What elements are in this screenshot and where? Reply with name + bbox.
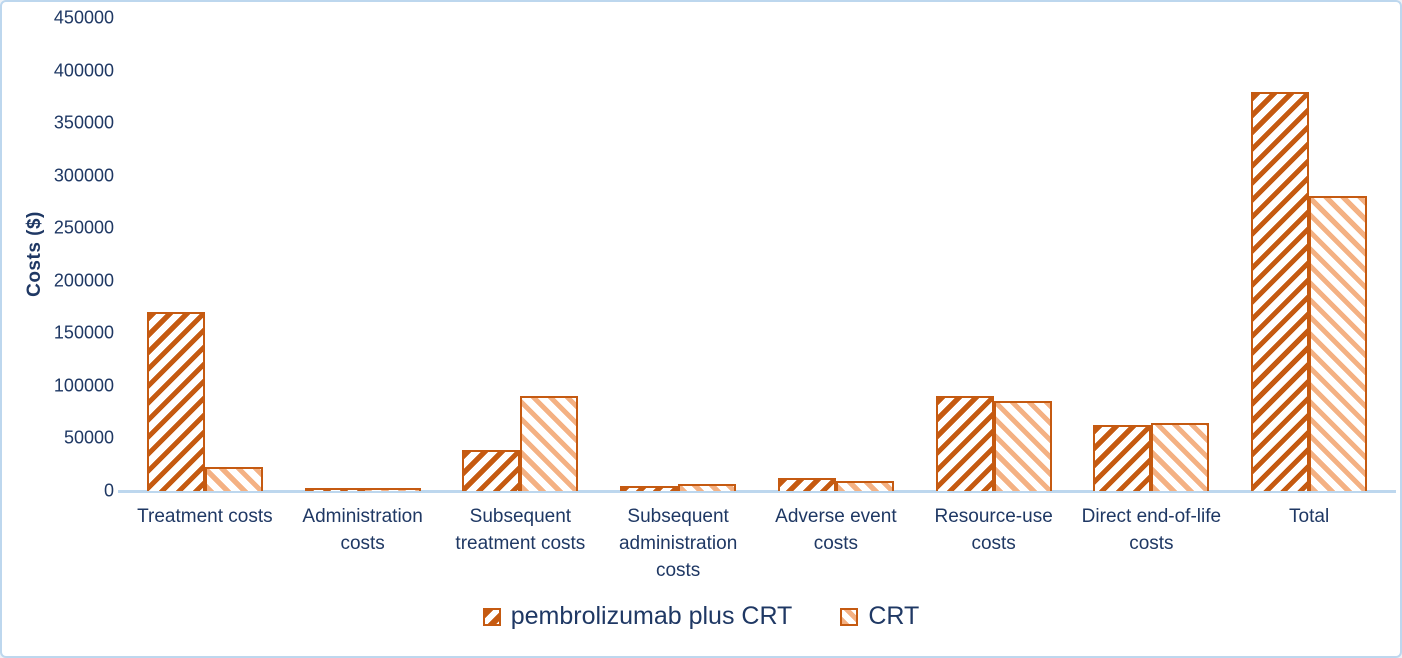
bar-pembrolizumab-plus-crt [1093,424,1152,491]
y-tick-label: 300000 [53,165,114,186]
y-tick-label: 250000 [53,217,114,238]
y-tick-label: 0 [103,480,114,501]
x-category-label: Adverse event costs [775,506,897,554]
bar-group [1230,18,1388,491]
bar-pembrolizumab-plus-crt [620,485,679,491]
x-axis-line [118,490,1396,493]
chart-legend: pembrolizumab plus CRT CRT [2,602,1400,631]
bar-crt [520,396,579,491]
y-axis-tick-labels: 0 50000 100000 150000 200000 250000 300000 3500… [2,8,114,501]
x-category-label: Subsequent administration costs [618,506,738,581]
bar-pembrolizumab-plus-crt [777,478,836,491]
x-category-label: Subsequent treatment costs [455,506,586,554]
y-tick-label: 100000 [53,375,114,396]
bar-crt [993,400,1052,491]
bar-pembrolizumab-plus-crt [146,312,205,491]
y-tick-label: 50000 [63,427,114,448]
bar-crt [1309,195,1368,491]
y-tick-label: 450000 [53,7,114,28]
y-tick-label: 400000 [53,60,114,81]
legend-item: CRT [840,602,919,631]
x-category-label: Resource-use costs [934,506,1053,554]
plot-area [126,18,1388,491]
x-category-label: Total [1289,506,1330,527]
bar-group [1073,18,1231,491]
bar-group [126,18,284,491]
bar-group [915,18,1073,491]
bar-crt [678,483,737,491]
bar-crt [835,480,894,491]
bar-pembrolizumab-plus-crt [304,488,363,491]
legend-item: pembrolizumab plus CRT [482,602,793,631]
y-tick-label: 200000 [53,270,114,291]
bar-crt [1151,422,1210,491]
x-axis-category-labels: Treatment costs Administration costs Subse… [126,503,1388,584]
legend-label: CRT [868,602,920,630]
bar-pembrolizumab-plus-crt [1251,91,1310,491]
bar-group [284,18,442,491]
bar-crt [204,466,263,491]
bar-group [757,18,915,491]
bar-group [599,18,757,491]
legend-label: pembrolizumab plus CRT [510,602,793,630]
bar-pembrolizumab-plus-crt [935,396,994,491]
bar-pembrolizumab-plus-crt [462,450,521,491]
legend-swatch-icon [840,607,859,626]
bar-group [442,18,600,491]
y-tick-label: 350000 [53,112,114,133]
legend-swatch-icon [482,607,501,626]
x-category-label: Direct end-of-life costs [1081,506,1222,554]
x-category-label: Administration costs [302,506,423,554]
bar-crt [362,488,421,491]
y-tick-label: 150000 [53,322,114,343]
x-category-label: Treatment costs [137,506,273,527]
